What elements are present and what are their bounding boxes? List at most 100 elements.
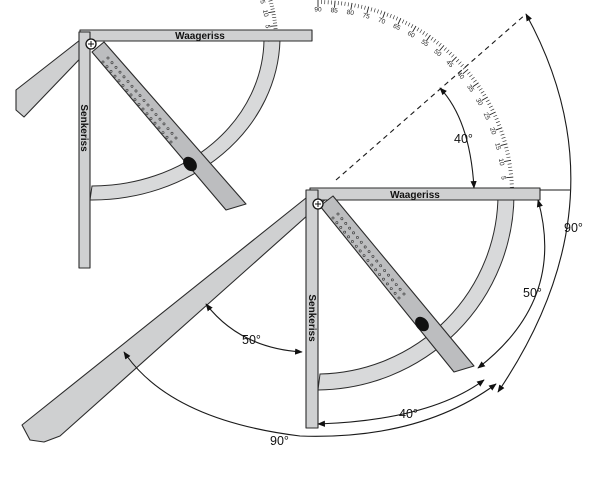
pointer-hole xyxy=(134,89,138,93)
gauge-small-vertical-bar xyxy=(78,31,91,269)
scale-number: 10 xyxy=(261,9,269,18)
pointer-hole xyxy=(347,235,350,239)
scale-tick xyxy=(380,10,383,15)
scale-number: 85 xyxy=(330,7,338,15)
gauge-small-pointer xyxy=(91,41,247,211)
pointer-hole xyxy=(354,244,358,248)
pointer-hole xyxy=(359,240,363,244)
scale-tick xyxy=(487,102,492,106)
scale-tick xyxy=(505,150,510,152)
arc-right-50 xyxy=(477,199,546,369)
pointer-hole xyxy=(145,112,149,116)
pointer-hole xyxy=(169,140,173,144)
scale-number: 75 xyxy=(362,12,371,21)
scale-tick xyxy=(426,34,431,42)
pointer-hole xyxy=(343,230,347,234)
gauge-small: 051015202530354045505560657075808590 Waa… xyxy=(15,0,313,269)
scale-tick xyxy=(407,22,411,27)
scale-tick xyxy=(382,11,386,19)
scale-tick xyxy=(392,15,395,20)
pointer-hole xyxy=(166,127,170,130)
pointer-hole xyxy=(101,60,105,64)
scale-number: 15 xyxy=(257,0,266,5)
scale-tick xyxy=(386,12,389,17)
pointer-hole xyxy=(161,131,165,134)
scale-number: 25 xyxy=(482,112,492,122)
scale-tick xyxy=(455,59,460,63)
scale-tick xyxy=(438,43,442,47)
scale-number: 40 xyxy=(455,71,465,81)
pointer-hole xyxy=(331,216,335,220)
scale-tick xyxy=(490,108,495,111)
pointer-hole xyxy=(113,74,117,78)
gauge-small-vertical-label: Senkeriss xyxy=(78,104,89,152)
angle-bottom-90-label: 90° xyxy=(270,434,289,448)
pointer-hole xyxy=(340,217,344,221)
scale-tick xyxy=(410,24,414,28)
scale-tick xyxy=(472,82,479,88)
pointer-hole xyxy=(130,84,134,88)
pointer-hole xyxy=(114,66,118,69)
pointer-hole xyxy=(162,122,166,126)
pointer-hole xyxy=(393,291,397,295)
scale-tick xyxy=(350,2,353,10)
scale-number: 80 xyxy=(346,9,355,17)
pointer-hole xyxy=(397,296,401,300)
scale-tick xyxy=(469,74,473,78)
scale-tick xyxy=(364,5,366,10)
scale-tick xyxy=(269,5,274,8)
scale-number: 45 xyxy=(444,59,454,69)
scale-tick xyxy=(482,93,487,97)
scale-number: 55 xyxy=(420,39,430,49)
pointer-hole xyxy=(150,108,154,112)
scale-tick xyxy=(493,114,498,117)
gauge-main-ticks xyxy=(317,0,514,195)
scale-tick xyxy=(425,32,428,37)
scale-number: 50 xyxy=(432,48,442,58)
scale-tick xyxy=(435,40,439,45)
pointer-hole xyxy=(170,131,174,135)
scale-tick xyxy=(430,36,434,41)
scale-tick xyxy=(422,31,426,35)
scale-tick xyxy=(347,2,349,7)
scale-tick xyxy=(268,0,273,2)
scale-tick xyxy=(354,3,356,8)
scale-tick xyxy=(433,38,437,43)
pointer-hole xyxy=(336,212,340,216)
scale-tick xyxy=(508,166,513,168)
scale-number: 70 xyxy=(377,17,387,26)
scale-tick xyxy=(401,19,405,24)
scale-tick xyxy=(488,105,493,109)
scale-tick xyxy=(494,117,499,121)
scale-tick xyxy=(269,2,274,5)
gauge-small-pointer-holes xyxy=(101,56,178,144)
scale-tick xyxy=(458,61,462,65)
scale-tick xyxy=(366,6,370,14)
angle-left-50-label: 50° xyxy=(242,333,261,347)
angle-bottom-40-label: 40° xyxy=(399,407,418,421)
pointer-hole xyxy=(122,75,126,79)
pointer-hole xyxy=(335,221,339,225)
pointer-hole xyxy=(153,121,157,125)
scale-tick xyxy=(357,4,360,9)
scale-tick xyxy=(397,17,402,25)
pointer-hole xyxy=(366,258,370,262)
pointer-hole xyxy=(383,269,386,272)
pointer-hole xyxy=(121,84,125,87)
scale-tick xyxy=(412,25,417,33)
scale-tick xyxy=(460,63,464,68)
scale-tick xyxy=(504,146,509,149)
scale-tick xyxy=(497,124,502,127)
pointer-hole xyxy=(379,264,383,268)
arc-top-40 xyxy=(439,87,477,189)
scale-tick xyxy=(443,47,447,51)
scale-tick xyxy=(485,99,490,103)
pointer-hole xyxy=(356,236,359,239)
scale-number: 5 xyxy=(499,176,506,181)
scale-tick xyxy=(507,163,512,165)
pointer-hole xyxy=(109,70,113,73)
arc-bottom-90 xyxy=(123,351,497,437)
scale-tick xyxy=(439,45,445,52)
scale-number: 65 xyxy=(392,23,402,33)
